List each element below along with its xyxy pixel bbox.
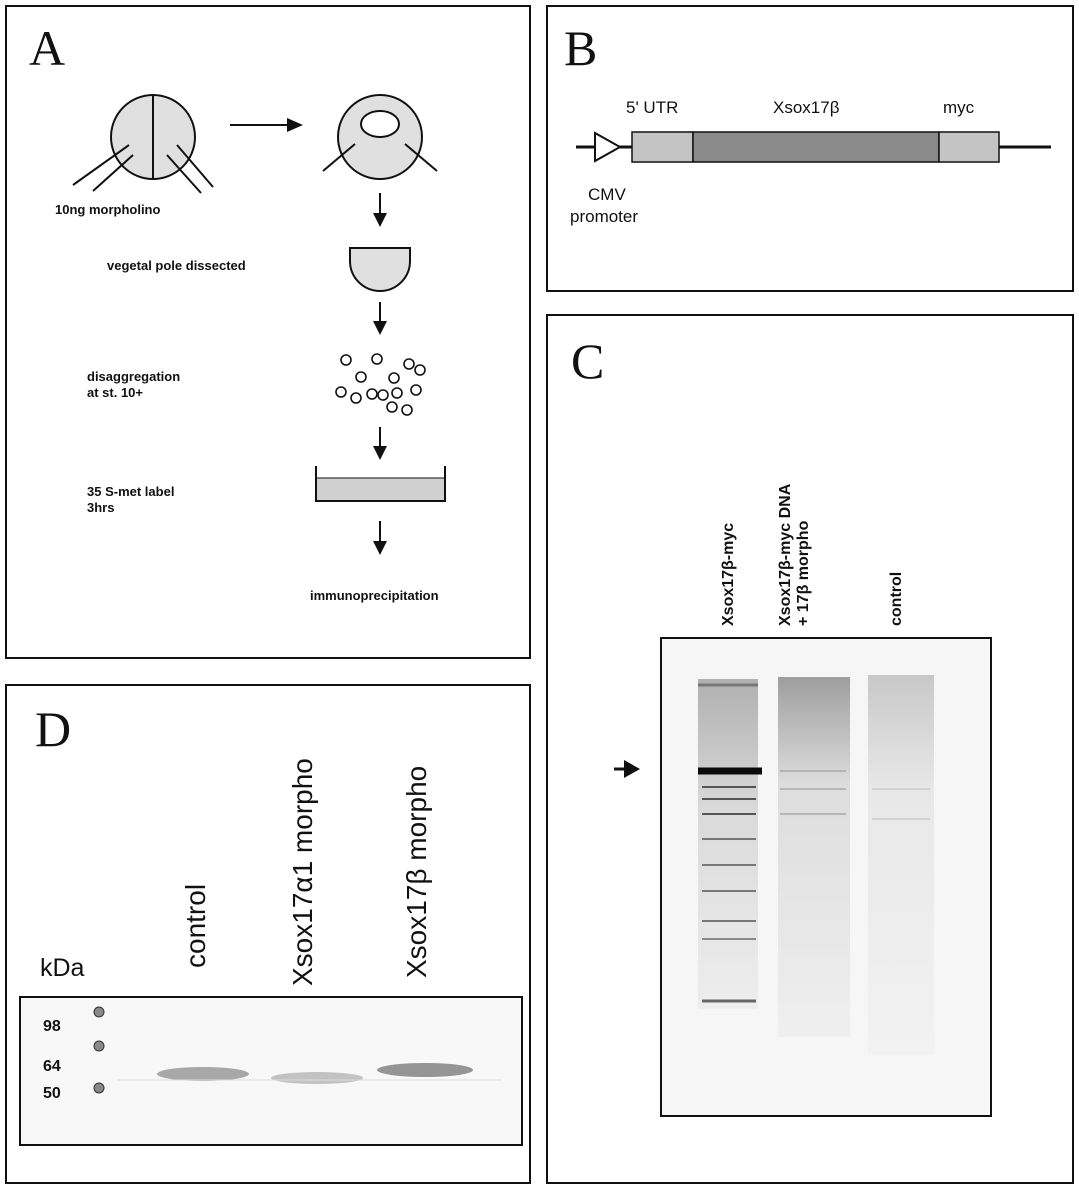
marker-dots: [93, 1006, 105, 1094]
lane-label-xsox17b-morpho: Xsox17β morpho: [401, 765, 432, 978]
utr-label: 5' UTR: [626, 98, 679, 117]
utr-box: [631, 131, 694, 163]
embryo-blastula: [322, 94, 438, 180]
panel-a: A: [5, 5, 531, 659]
step-dissected-label: vegetal pole dissected: [107, 258, 246, 273]
myc-box: [938, 131, 1000, 163]
promoter-label-2: promoter: [570, 207, 639, 226]
gene-box: [692, 131, 940, 163]
western-blot: 98 64 50: [19, 996, 523, 1146]
band-xsox17a1: [271, 1072, 363, 1084]
embryo-injected: [110, 94, 196, 180]
step-disaggregation-stage-label: at st. 10+: [87, 385, 144, 400]
arrow-down-1: [373, 193, 387, 227]
step-disaggregation-label: disaggregation: [87, 369, 181, 384]
band-arrow-icon: [614, 760, 640, 778]
gel-lane-2: [778, 677, 850, 1037]
injection-label: 10ng morpholino: [55, 202, 161, 217]
construct-diagram: [576, 131, 1051, 163]
lane-label-control: control: [180, 883, 211, 968]
lane-label-17b-morpho: + 17β morpho: [795, 520, 812, 626]
panel-c-letter: C: [571, 333, 605, 389]
gel-lane-3: [868, 675, 934, 1055]
step-label-duration: 3hrs: [87, 500, 115, 515]
gene-label: Xsox17β: [773, 98, 840, 117]
panel-a-letter: A: [29, 20, 66, 76]
myc-label: myc: [943, 98, 975, 117]
promoter-label-1: CMV: [588, 185, 626, 204]
dissociated-cells: [335, 353, 426, 416]
arrow-down-4: [373, 521, 387, 555]
cmv-promoter-icon: [594, 131, 623, 163]
kda-label: kDa: [40, 954, 85, 982]
marker-64-label: 64: [43, 1058, 61, 1075]
panel-b-letter: B: [564, 20, 598, 76]
arrow-down-3: [373, 427, 387, 460]
injection-needles: [72, 144, 214, 194]
panel-a-diagram: [72, 94, 446, 555]
culture-dish: [315, 466, 446, 502]
lane-label-xsox17b-myc-dna: Xsox17β-myc DNA: [777, 483, 794, 626]
marker-98-label: 98: [43, 1018, 61, 1035]
gel-lane-1-bands: [698, 683, 762, 1003]
marker-50-label: 50: [43, 1085, 61, 1102]
blot-bands: [117, 1063, 501, 1084]
lane-label-control: control: [888, 571, 905, 626]
panel-c: C Xsox17β-myc Xsox17β-myc DNA + 17β morp…: [546, 314, 1074, 1184]
lane-label-xsox17a1-morpho: Xsox17α1 morpho: [287, 758, 318, 986]
step-ip-label: immunoprecipitation: [310, 588, 439, 603]
lane-label-xsox17b-myc: Xsox17β-myc: [720, 522, 737, 626]
gel-lane-3-bands: [872, 788, 930, 820]
gel-lane-2-bands: [780, 770, 846, 815]
panel-d-letter: D: [35, 701, 72, 757]
gel-lane-1: [698, 679, 758, 1009]
step-label-label: 35 S-met label: [87, 484, 175, 499]
panel-b: B 5' UTR Xsox17β myc CMV promoter: [546, 5, 1074, 292]
panel-d: D control Xsox17α1 morpho Xsox17β morpho…: [5, 684, 531, 1184]
band-xsox17b: [377, 1063, 473, 1077]
band-control: [157, 1067, 249, 1081]
arrow-down-2: [373, 302, 387, 335]
vegetal-pole: [349, 247, 411, 292]
autoradiograph-gel: [660, 637, 992, 1117]
arrow-right: [230, 118, 303, 132]
